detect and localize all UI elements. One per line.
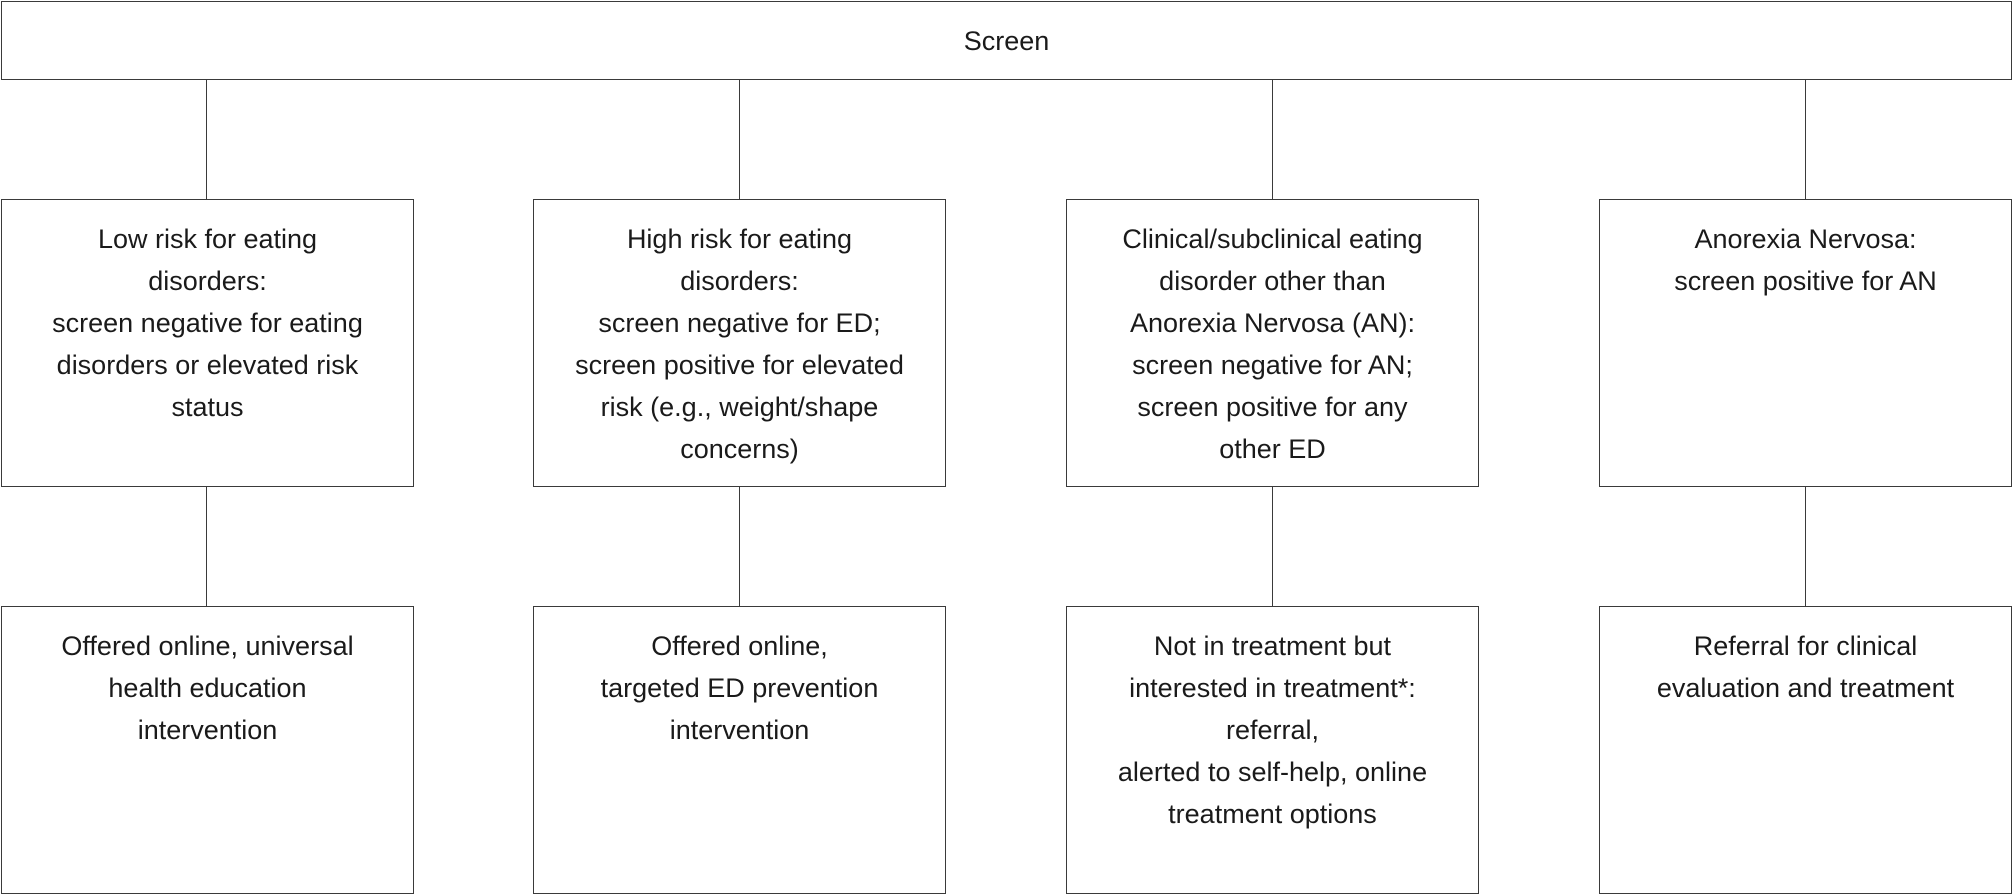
action-1-line: health education bbox=[108, 673, 307, 703]
category-3-line: Clinical/subclinical eating bbox=[1122, 224, 1423, 254]
category-1-line: disorders or elevated risk bbox=[56, 350, 359, 380]
category-1-line: disorders: bbox=[148, 266, 267, 296]
connector-category-2-to-action-2 bbox=[739, 487, 740, 606]
category-box-anorexia-nervosa: Anorexia Nervosa: screen positive for AN bbox=[1599, 199, 2012, 487]
category-4-line: Anorexia Nervosa: bbox=[1694, 224, 1917, 254]
category-2-line: screen positive for elevated bbox=[575, 350, 904, 380]
category-2-line: screen negative for ED; bbox=[598, 308, 881, 338]
action-3-line: treatment options bbox=[1168, 799, 1377, 829]
category-2-line: risk (e.g., weight/shape bbox=[600, 392, 879, 422]
connector-category-3-to-action-3 bbox=[1272, 487, 1273, 606]
action-box-clinical-evaluation: Referral for clinical evaluation and tre… bbox=[1599, 606, 2012, 894]
screen-label: Screen bbox=[963, 25, 1050, 56]
category-3-line: Anorexia Nervosa (AN): bbox=[1129, 308, 1416, 338]
action-3-line: interested in treatment*: bbox=[1129, 673, 1416, 703]
action-2-line: targeted ED prevention bbox=[600, 673, 879, 703]
connector-category-1-to-action-1 bbox=[206, 487, 207, 606]
action-4-line: Referral for clinical bbox=[1693, 631, 1918, 661]
action-3-line: alerted to self-help, online bbox=[1117, 757, 1428, 787]
action-1-line: Offered online, universal bbox=[61, 631, 354, 661]
action-box-universal-education: Offered online, universal health educati… bbox=[1, 606, 414, 894]
category-3-line: screen negative for AN; bbox=[1132, 350, 1413, 380]
connector-screen-to-category-3 bbox=[1272, 80, 1273, 199]
connector-screen-to-category-1 bbox=[206, 80, 207, 199]
category-1-line: screen negative for eating bbox=[52, 308, 363, 338]
connector-category-4-to-action-4 bbox=[1805, 487, 1806, 606]
category-2-line: concerns) bbox=[680, 434, 799, 464]
action-box-treatment-referral: Not in treatment but interested in treat… bbox=[1066, 606, 1479, 894]
connector-screen-to-category-4 bbox=[1805, 80, 1806, 199]
category-1-line: status bbox=[171, 392, 244, 422]
action-3-line: referral, bbox=[1225, 715, 1319, 745]
category-2-line: High risk for eating bbox=[626, 224, 853, 254]
category-3-line: disorder other than bbox=[1159, 266, 1386, 296]
category-4-line: screen positive for AN bbox=[1674, 266, 1937, 296]
action-2-line: Offered online, bbox=[651, 631, 828, 661]
action-2-line: intervention bbox=[669, 715, 810, 745]
category-box-clinical-subclinical: Clinical/subclinical eating disorder oth… bbox=[1066, 199, 1479, 487]
category-3-line: other ED bbox=[1219, 434, 1326, 464]
screen-box: Screen bbox=[1, 1, 2012, 80]
category-2-line: disorders: bbox=[680, 266, 799, 296]
category-box-high-risk: High risk for eating disorders: screen n… bbox=[533, 199, 946, 487]
action-1-line: intervention bbox=[137, 715, 278, 745]
action-3-line: Not in treatment but bbox=[1153, 631, 1392, 661]
category-box-low-risk: Low risk for eating disorders: screen ne… bbox=[1, 199, 414, 487]
category-3-line: screen positive for any bbox=[1137, 392, 1408, 422]
action-4-line: evaluation and treatment bbox=[1656, 673, 1955, 703]
category-1-line: Low risk for eating bbox=[97, 224, 318, 254]
action-box-targeted-prevention: Offered online, targeted ED prevention i… bbox=[533, 606, 946, 894]
connector-screen-to-category-2 bbox=[739, 80, 740, 199]
